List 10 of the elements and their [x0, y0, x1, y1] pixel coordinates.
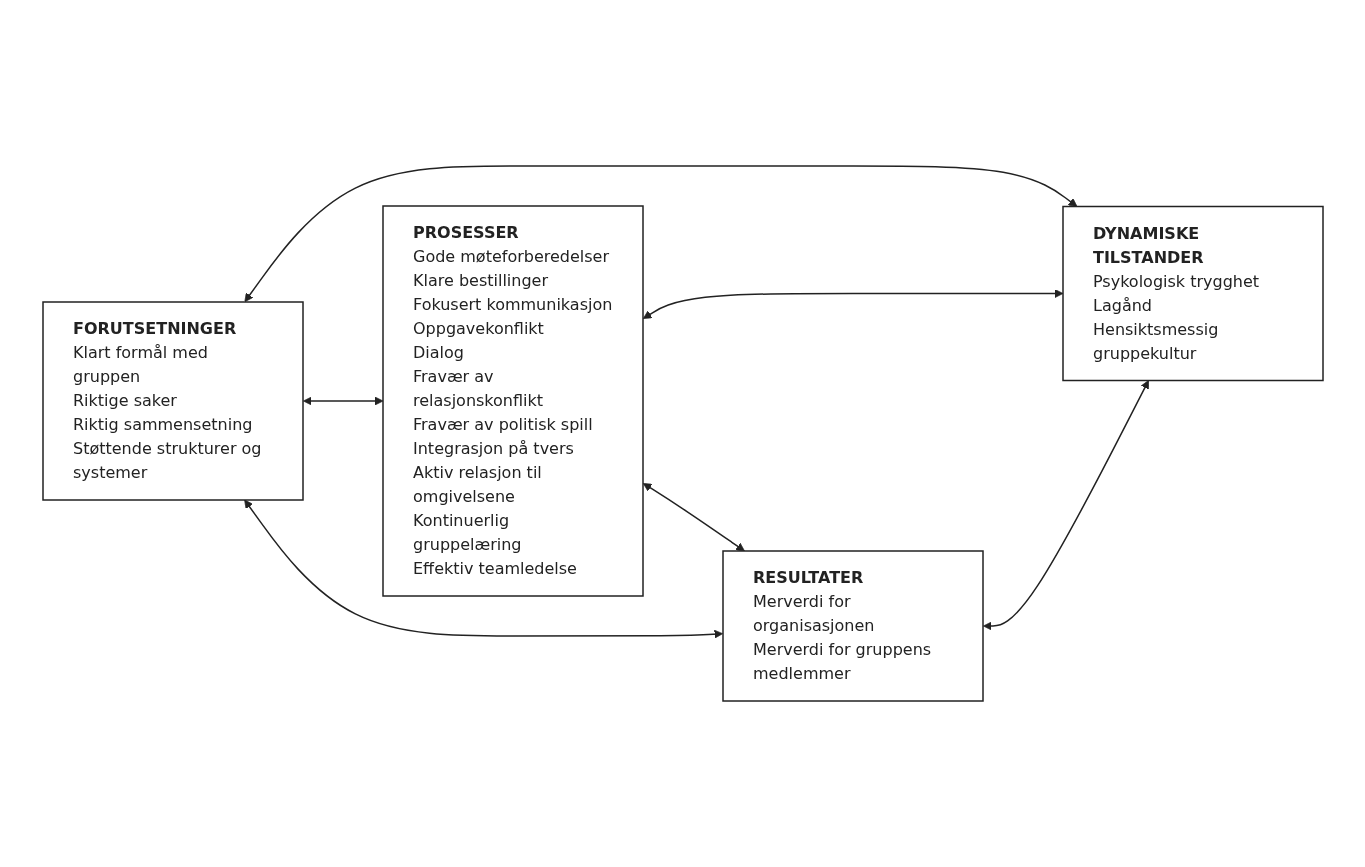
node-box: FORUTSETNINGER Klart formål med gruppen Riktige saker Riktig sammensetning Støttende strukturer og systemer: [41, 301, 304, 501]
node-box: PROSESSER Gode møteforberedelser Klare bestillinger Fokusert kommunikasjon Oppgavekonflikt Dialog Fravær av relasjonskonflikt Fravær av politisk spill Integrasjon på tvers Aktiv relasjon til omgivelsene Kontinuerlig gruppelæring Effektiv teamledelse: [381, 205, 644, 597]
arrow: [982, 380, 1149, 631]
arrow: [302, 396, 383, 406]
node-box: RESULTATER Merverdi for organisasjonen Merverdi for gruppens medlemmer: [721, 550, 984, 702]
arrow: [243, 499, 723, 639]
arrow: [243, 165, 1077, 303]
arrow: [642, 289, 1063, 319]
node-box: DYNAMISKE TILSTANDER Psykologisk trygghet Lagånd Hensiktsmessig gruppekultur: [1061, 205, 1324, 382]
arrow: [642, 483, 745, 552]
